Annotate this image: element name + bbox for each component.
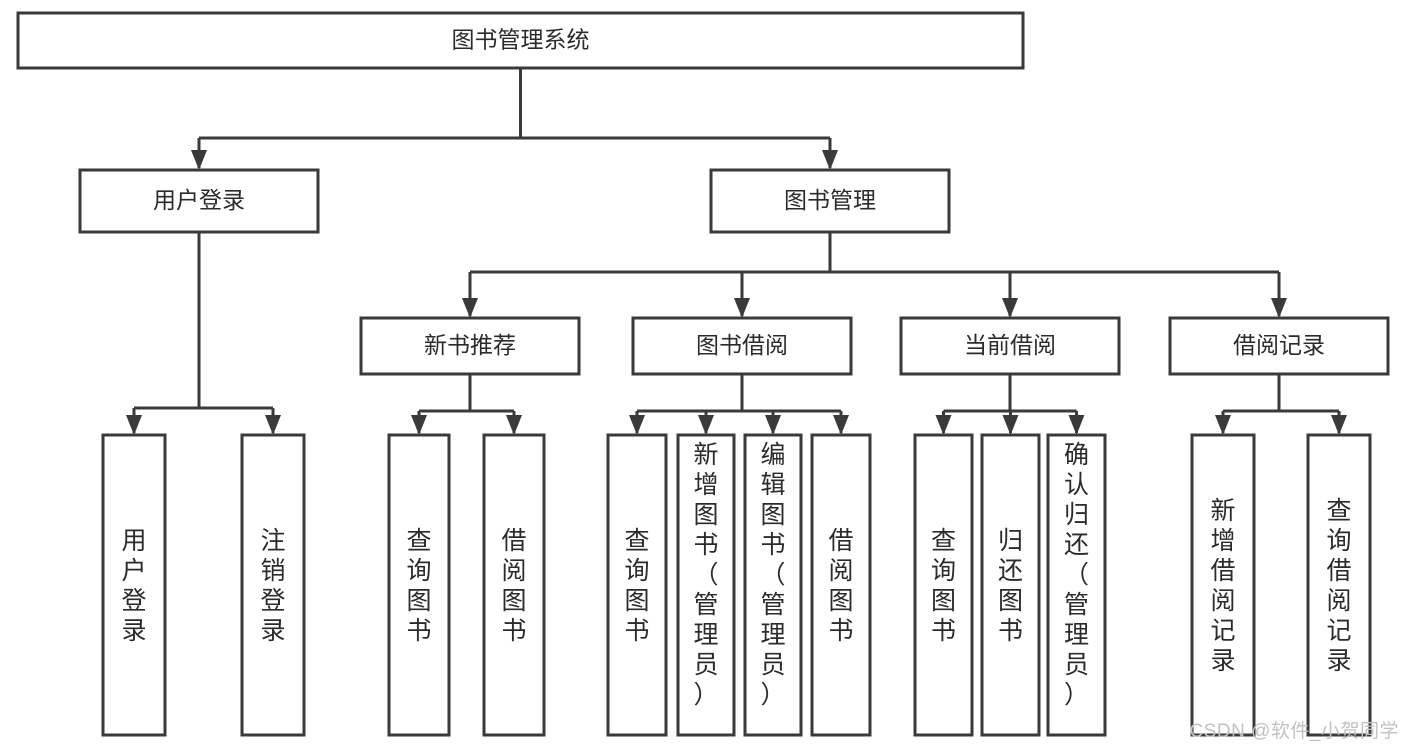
leaf-node-5-box[interactable]: [676, 433, 736, 737]
leaf-node-11-box[interactable]: [1190, 433, 1256, 737]
arrow-head-icon: [629, 415, 645, 435]
arrow-head-icon: [191, 150, 207, 170]
leaf-node-10[interactable]: 确认归还（管理员）: [1046, 433, 1107, 737]
node-root-label: 图书管理系统: [452, 27, 590, 53]
leaf-node-7-box[interactable]: [810, 433, 872, 737]
arrow-head-icon: [1271, 298, 1287, 318]
leaf-node-12[interactable]: 查询借阅记录: [1306, 433, 1372, 737]
arrow-head-icon: [411, 415, 427, 435]
leaf-node-6-label: 编辑图书（管理员）: [760, 441, 785, 709]
leaf-node-8[interactable]: 查询图书: [913, 433, 974, 737]
leaf-node-11[interactable]: 新增借阅记录: [1190, 433, 1256, 737]
connector-layer: [126, 68, 1347, 435]
node-level3-2-box[interactable]: [899, 316, 1121, 376]
arrow-head-icon: [265, 415, 281, 435]
leaf-node-9-label: 归还图书: [998, 527, 1023, 645]
leaf-node-10-box[interactable]: [1046, 433, 1107, 737]
leaf-node-3[interactable]: 借阅图书: [482, 433, 546, 737]
leaf-node-10-label: 确认归还（管理员）: [1064, 441, 1089, 709]
leaf-node-2-label: 查询图书: [406, 527, 431, 645]
leaf-node-4[interactable]: 查询图书: [606, 433, 668, 737]
node-level3-1-box[interactable]: [631, 316, 853, 376]
leaf-node-2[interactable]: 查询图书: [387, 433, 451, 737]
arrow-head-icon: [734, 298, 750, 318]
leaf-node-7[interactable]: 借阅图书: [810, 433, 872, 737]
node-level3-2[interactable]: 当前借阅: [899, 316, 1121, 376]
node-level3-3-box[interactable]: [1168, 316, 1390, 376]
leaf-node-5[interactable]: 新增图书（管理员）: [676, 433, 736, 737]
node-level2-0[interactable]: 用户登录: [78, 168, 320, 234]
node-root[interactable]: 图书管理系统: [16, 11, 1025, 70]
node-level3-3[interactable]: 借阅记录: [1168, 316, 1390, 376]
leaf-node-6-box[interactable]: [743, 433, 803, 737]
node-level2-0-label: 用户登录: [153, 187, 245, 213]
leaf-node-11-label: 新增借阅记录: [1210, 497, 1235, 675]
arrow-head-icon: [126, 415, 142, 435]
node-level2-1[interactable]: 图书管理: [709, 168, 951, 234]
leaf-node-2-box[interactable]: [387, 433, 451, 737]
leaf-node-3-label: 借阅图书: [501, 527, 526, 645]
arrow-head-icon: [698, 415, 714, 435]
csdn-watermark: CSDN @软件_小贺同学: [1189, 721, 1399, 742]
leaf-node-12-label: 查询借阅记录: [1326, 497, 1351, 675]
leaf-node-9-box[interactable]: [980, 433, 1041, 737]
leaf-node-4-label: 查询图书: [624, 527, 649, 645]
node-level2-0-box[interactable]: [78, 168, 320, 234]
leaf-node-1[interactable]: 注销登录: [240, 433, 306, 737]
leaf-node-6[interactable]: 编辑图书（管理员）: [743, 433, 803, 737]
node-level3-0-box[interactable]: [359, 316, 581, 376]
leaf-node-1-label: 注销登录: [260, 527, 285, 645]
leaf-node-12-box[interactable]: [1306, 433, 1372, 737]
arrow-head-icon: [833, 415, 849, 435]
arrow-head-icon: [765, 415, 781, 435]
node-level3-0[interactable]: 新书推荐: [359, 316, 581, 376]
leaf-node-4-box[interactable]: [606, 433, 668, 737]
leaf-node-7-label: 借阅图书: [828, 527, 853, 645]
node-root-box[interactable]: [16, 11, 1025, 70]
node-level3-0-label: 新书推荐: [424, 332, 516, 358]
arrow-head-icon: [1068, 415, 1085, 435]
leaf-node-0-label: 用户登录: [121, 527, 146, 645]
arrow-head-icon: [1331, 415, 1347, 435]
leaf-node-9[interactable]: 归还图书: [980, 433, 1041, 737]
leaf-node-0[interactable]: 用户登录: [101, 433, 167, 737]
leaf-node-5-label: 新增图书（管理员）: [693, 441, 718, 709]
arrow-head-icon: [1002, 298, 1018, 318]
node-level2-1-label: 图书管理: [784, 187, 876, 213]
arrow-head-icon: [462, 298, 478, 318]
node-level3-1-label: 图书借阅: [696, 332, 788, 358]
node-level2-1-box[interactable]: [709, 168, 951, 234]
node-level3-1[interactable]: 图书借阅: [631, 316, 853, 376]
arrow-head-icon: [506, 415, 522, 435]
node-level3-3-label: 借阅记录: [1233, 332, 1325, 358]
leaf-node-8-box[interactable]: [913, 433, 974, 737]
arrow-head-icon: [1215, 415, 1231, 435]
arrow-head-icon: [935, 415, 952, 435]
node-layer: 图书管理系统用户登录图书管理新书推荐图书借阅当前借阅借阅记录用户登录注销登录查询…: [16, 11, 1390, 737]
leaf-node-0-box[interactable]: [101, 433, 167, 737]
node-level3-2-label: 当前借阅: [964, 332, 1056, 358]
leaf-node-8-label: 查询图书: [931, 527, 956, 645]
leaf-node-3-box[interactable]: [482, 433, 546, 737]
arrow-head-icon: [822, 150, 838, 170]
leaf-node-1-box[interactable]: [240, 433, 306, 737]
arrow-head-icon: [1002, 415, 1019, 435]
